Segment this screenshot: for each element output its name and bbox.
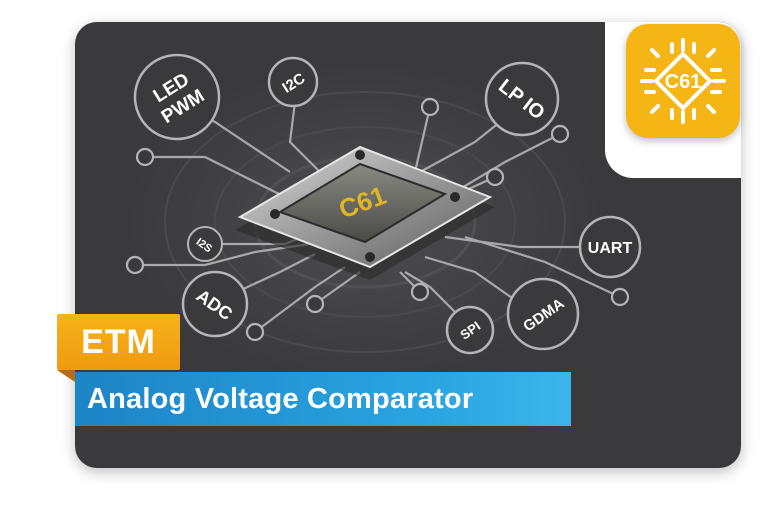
etm-tag: ETM (57, 314, 180, 370)
c61-badge: C61 (626, 24, 740, 138)
chip-diagram: LED PWM I2C LP IO I2S ADC SPI GDMA (125, 53, 642, 382)
etm-tag-fold (57, 370, 75, 382)
node-uart-label: UART (588, 240, 633, 257)
node-spi: SPI (445, 305, 495, 355)
badge-label: C61 (665, 71, 702, 93)
trace-endpoints (125, 97, 630, 342)
node-lp-io: LP IO (484, 61, 560, 137)
chip-badge-icon: C61 (640, 38, 726, 124)
node-uart: UART (578, 215, 642, 279)
page-title: Analog Voltage Comparator (75, 372, 571, 426)
node-adc: ADC (181, 270, 249, 338)
chip-icon: C61 (235, 145, 495, 280)
node-gdma: GDMA (506, 277, 580, 351)
node-i2c: I2C (267, 56, 319, 108)
node-i2s: I2S (187, 226, 223, 262)
node-led-pwm: LED PWM (133, 53, 221, 141)
